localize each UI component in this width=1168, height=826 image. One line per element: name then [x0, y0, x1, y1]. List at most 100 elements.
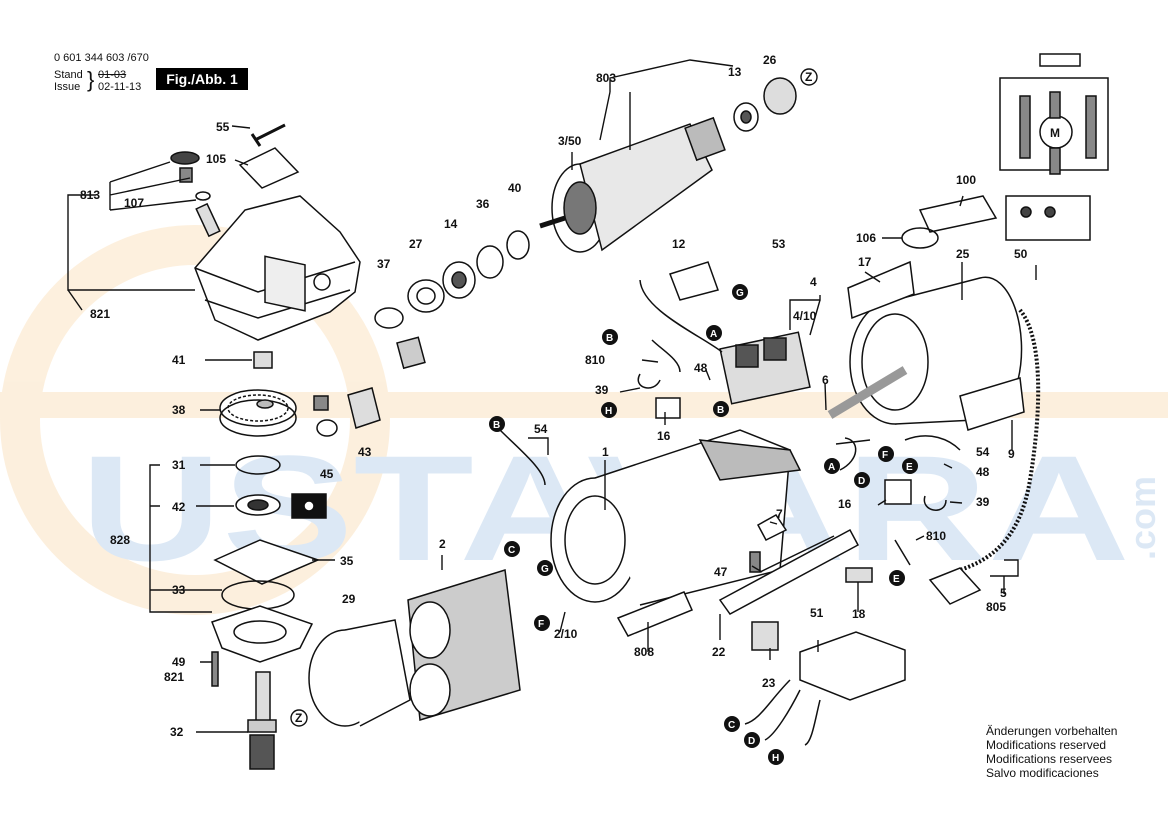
label-4-10: 4/10 — [793, 309, 817, 323]
label-41: 41 — [172, 353, 186, 367]
label-100: 100 — [956, 173, 976, 187]
label-43: 43 — [358, 445, 372, 459]
label-32: 32 — [170, 725, 184, 739]
switch-assembly — [719, 331, 811, 405]
leader-lines — [67, 59, 1037, 733]
wiring-schematic — [999, 53, 1109, 241]
label-47: 47 — [714, 565, 728, 579]
label-48-right: 48 — [976, 465, 990, 479]
part-number-labels: 55 105 813 107 821 41 38 31 42 828 35 33… — [80, 53, 1028, 739]
svg-text:B: B — [493, 420, 500, 431]
label-106: 106 — [856, 231, 876, 245]
note-es: Salvo modificaciones — [986, 766, 1099, 780]
label-13: 13 — [728, 65, 742, 79]
label-2-10: 2/10 — [554, 627, 578, 641]
svg-text:Z: Z — [295, 711, 302, 725]
mains-plug — [928, 567, 982, 605]
label-51: 51 — [810, 606, 824, 620]
label-54-right: 54 — [976, 445, 990, 459]
label-803: 803 — [596, 71, 616, 85]
svg-text:E: E — [906, 462, 913, 473]
figure-label: Fig./Abb. 1 — [156, 68, 248, 90]
label-6: 6 — [822, 373, 829, 387]
label-810-left: 810 — [585, 353, 605, 367]
spindle — [255, 671, 271, 723]
label-821-bottom: 821 — [164, 670, 184, 684]
label-5: 5 — [1000, 586, 1007, 600]
label-37: 37 — [377, 257, 391, 271]
label-40: 40 — [508, 181, 522, 195]
motor-housing — [550, 429, 802, 606]
connector-markers: Z Z A A B B B G G C C F F H H D D E E M — [290, 68, 1060, 765]
svg-text:Z: Z — [805, 70, 812, 84]
cap-part — [170, 151, 200, 165]
issue-value: 02-11-13 — [98, 81, 142, 93]
label-29: 29 — [342, 592, 356, 606]
label-39-left: 39 — [595, 383, 609, 397]
svg-text:C: C — [728, 720, 735, 731]
label-16-right: 16 — [838, 497, 852, 511]
label-55: 55 — [216, 120, 230, 134]
connector-c-stator: C — [504, 541, 520, 557]
connector-b-top: B — [602, 329, 618, 345]
stand-value: 01-03 — [98, 69, 127, 81]
label-25: 25 — [956, 247, 970, 261]
stand-issue-brace: } — [87, 67, 95, 92]
connector-d-right: D — [854, 472, 870, 488]
part-number: 0 601 344 603 /670 — [54, 52, 149, 64]
issue-label: Issue — [54, 81, 81, 93]
svg-text:B: B — [717, 405, 724, 416]
svg-text:F: F — [882, 450, 888, 461]
label-813: 813 — [80, 188, 100, 202]
label-808: 808 — [634, 645, 654, 659]
label-14: 14 — [444, 217, 458, 231]
label-22: 22 — [712, 645, 726, 659]
label-39-right: 39 — [976, 495, 990, 509]
connector-f-right: F — [878, 446, 894, 462]
note-fr: Modifications reservees — [986, 752, 1113, 766]
label-27: 27 — [409, 237, 423, 251]
label-53: 53 — [772, 237, 786, 251]
label-48-left: 48 — [694, 361, 708, 375]
label-23: 23 — [762, 676, 776, 690]
note-de: Änderungen vorbehalten — [986, 724, 1118, 738]
label-821-top: 821 — [90, 307, 110, 321]
label-38: 38 — [172, 403, 186, 417]
label-1: 1 — [602, 445, 609, 459]
svg-text:C: C — [508, 545, 515, 556]
connector-a-top: A — [706, 325, 722, 341]
connector-e-bottom: E — [889, 570, 905, 586]
label-9: 9 — [1008, 447, 1015, 461]
armature — [539, 116, 726, 253]
schematic-motor-label: M — [1050, 126, 1060, 140]
bearing-flange — [211, 605, 314, 663]
fan-baffle — [308, 619, 411, 727]
connector-f-stator: F — [534, 615, 550, 631]
svg-text:D: D — [858, 476, 865, 487]
connector-g-stator: G — [537, 560, 553, 576]
label-35: 35 — [340, 554, 354, 568]
svg-text:B: B — [606, 333, 613, 344]
connector-a-bottom: A — [824, 458, 840, 474]
label-18: 18 — [852, 607, 866, 621]
stand-label: Stand — [54, 69, 83, 81]
label-50: 50 — [1014, 247, 1028, 261]
label-54-left: 54 — [534, 422, 548, 436]
label-3-50: 3/50 — [558, 134, 582, 148]
connector-b-left: B — [489, 416, 505, 432]
note-en: Modifications reserved — [986, 738, 1107, 752]
label-45: 45 — [320, 467, 334, 481]
connector-e-right: E — [902, 458, 918, 474]
label-33: 33 — [172, 583, 186, 597]
svg-text:G: G — [541, 564, 549, 575]
electronic-module — [799, 631, 906, 701]
stator — [407, 569, 521, 721]
label-4: 4 — [810, 275, 817, 289]
crown-gear — [219, 389, 297, 427]
part-drawings — [170, 53, 1109, 770]
label-12: 12 — [672, 237, 686, 251]
label-26: 26 — [763, 53, 777, 67]
connector-h-left: H — [601, 402, 617, 418]
connector-b-mid: B — [713, 401, 729, 417]
svg-text:D: D — [748, 736, 755, 747]
